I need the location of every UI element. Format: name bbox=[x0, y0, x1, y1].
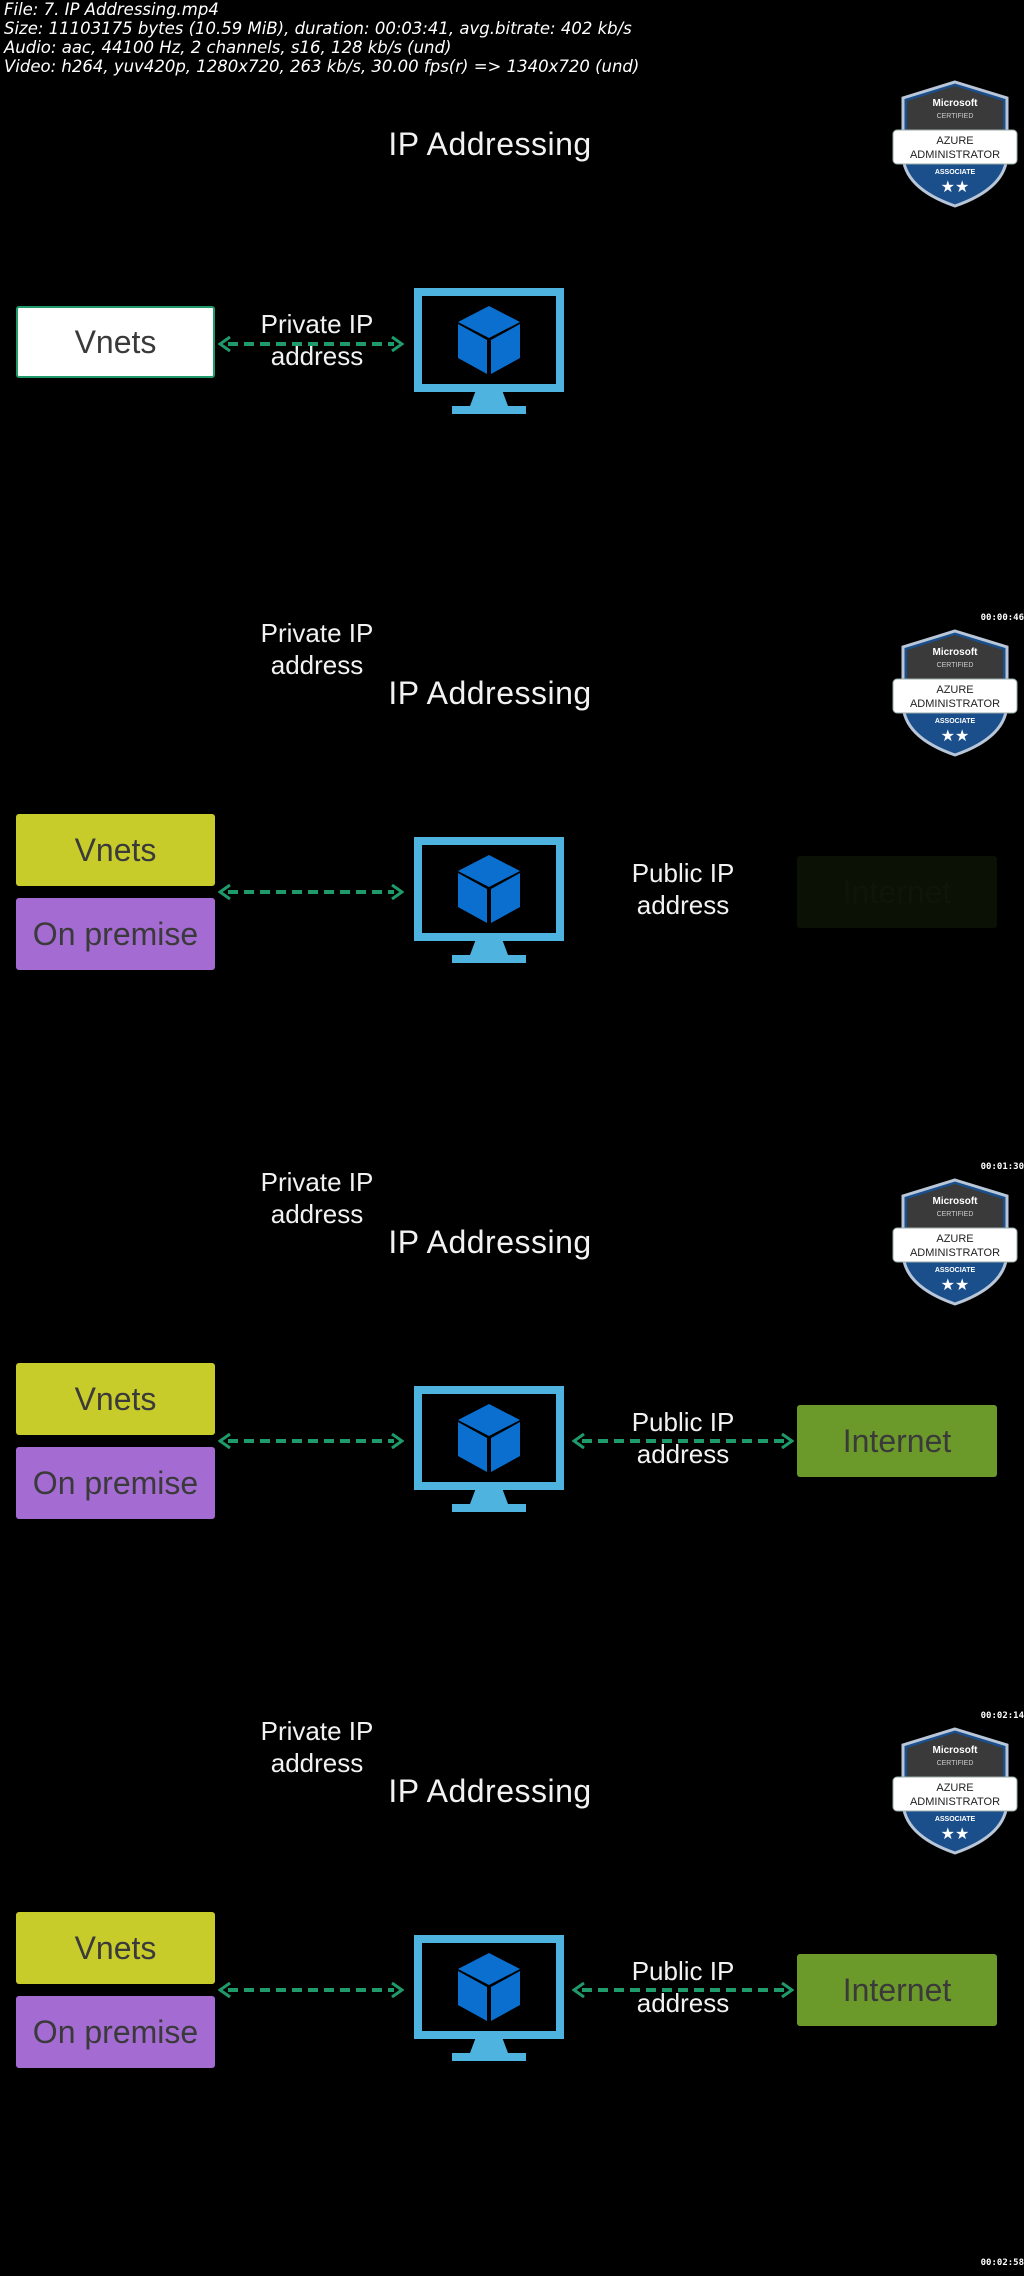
vnets-box: Vnets bbox=[16, 306, 215, 378]
svg-text:CERTIFIED: CERTIFIED bbox=[937, 113, 974, 120]
svg-text:ASSOCIATE: ASSOCIATE bbox=[935, 718, 976, 725]
slide-title: IP Addressing bbox=[388, 1224, 592, 1260]
address-text: address bbox=[270, 341, 364, 371]
svg-text:AZURE: AZURE bbox=[936, 135, 973, 147]
file-info-line: Video: h264, yuv420p, 1280x720, 263 kb/s… bbox=[4, 57, 640, 76]
svg-text:AZURE: AZURE bbox=[936, 1782, 973, 1794]
video-frame-1: IP Addressing Microsoft CERTIFIED AZURE … bbox=[0, 68, 1024, 617]
private-ip-text: Private IP bbox=[260, 1167, 374, 1197]
address-text: address bbox=[636, 1439, 730, 1469]
svg-text:ASSOCIATE: ASSOCIATE bbox=[935, 1267, 976, 1274]
video-frame-4: 00:02:14 IP Addressing Microsoft CERTIFI… bbox=[0, 1711, 1024, 2268]
public-ip-label: Public IP address bbox=[598, 1955, 768, 2019]
svg-text:ADMINISTRATOR: ADMINISTRATOR bbox=[910, 1796, 1000, 1808]
frame-timestamp: 00:02:58 bbox=[980, 2258, 1024, 2268]
svg-text:AZURE: AZURE bbox=[936, 684, 973, 696]
private-ip-label: Private IP address bbox=[232, 617, 402, 681]
private-ip-text: Private IP bbox=[260, 309, 374, 339]
svg-text:Microsoft: Microsoft bbox=[933, 647, 979, 658]
svg-text:ASSOCIATE: ASSOCIATE bbox=[935, 1816, 976, 1823]
private-ip-arrow bbox=[218, 1433, 404, 1449]
file-info-line: File: 7. IP Addressing.mp4 bbox=[4, 0, 219, 19]
public-ip-text: Public IP bbox=[631, 858, 735, 888]
public-ip-arrow bbox=[572, 1982, 794, 1998]
private-ip-arrow bbox=[218, 336, 404, 352]
azure-administrator-badge: Microsoft CERTIFIED AZURE ADMINISTRATOR … bbox=[892, 1178, 1018, 1306]
svg-text:★★: ★★ bbox=[941, 726, 970, 745]
on-premise-box: On premise bbox=[16, 1996, 215, 2068]
frame-timestamp: 00:00:46 bbox=[980, 613, 1024, 623]
virtual-machine-monitor-icon bbox=[414, 1935, 564, 2061]
frame-timestamp: 00:01:30 bbox=[980, 1162, 1024, 1172]
on-premise-box: On premise bbox=[16, 898, 215, 970]
virtual-machine-monitor-icon bbox=[414, 837, 564, 963]
private-ip-arrow bbox=[218, 1982, 404, 1998]
public-ip-label: Public IP address bbox=[598, 1406, 768, 1470]
vnets-box: Vnets bbox=[16, 1912, 215, 1984]
video-frame-2: 00:00:46 IP Addressing Microsoft CERTIFI… bbox=[0, 613, 1024, 1166]
private-ip-text: Private IP bbox=[260, 1716, 374, 1746]
azure-administrator-badge: Microsoft CERTIFIED AZURE ADMINISTRATOR … bbox=[892, 1727, 1018, 1855]
address-text: address bbox=[270, 650, 364, 680]
azure-administrator-badge: Microsoft CERTIFIED AZURE ADMINISTRATOR … bbox=[892, 80, 1018, 208]
svg-text:ASSOCIATE: ASSOCIATE bbox=[935, 169, 976, 176]
address-text: address bbox=[270, 1199, 364, 1229]
private-ip-text: Private IP bbox=[260, 618, 374, 648]
public-ip-arrow bbox=[572, 1433, 794, 1449]
on-premise-box: On premise bbox=[16, 1447, 215, 1519]
private-ip-label: Private IP address bbox=[232, 1715, 402, 1779]
svg-text:★★: ★★ bbox=[941, 1824, 970, 1843]
svg-text:ADMINISTRATOR: ADMINISTRATOR bbox=[910, 1247, 1000, 1259]
file-info-line: Audio: aac, 44100 Hz, 2 channels, s16, 1… bbox=[4, 38, 452, 57]
svg-text:★★: ★★ bbox=[941, 177, 970, 196]
svg-text:Microsoft: Microsoft bbox=[933, 1196, 979, 1207]
svg-text:CERTIFIED: CERTIFIED bbox=[937, 1760, 974, 1767]
address-text: address bbox=[636, 1988, 730, 2018]
public-ip-text: Public IP bbox=[631, 1956, 735, 1986]
svg-text:Microsoft: Microsoft bbox=[933, 1745, 979, 1756]
internet-box: Internet bbox=[797, 856, 997, 928]
private-ip-label: Private IP address bbox=[232, 1166, 402, 1230]
svg-text:ADMINISTRATOR: ADMINISTRATOR bbox=[910, 149, 1000, 161]
video-frame-3: 00:01:30 IP Addressing Microsoft CERTIFI… bbox=[0, 1162, 1024, 1715]
internet-box: Internet bbox=[797, 1954, 997, 2026]
svg-text:CERTIFIED: CERTIFIED bbox=[937, 662, 974, 669]
vnets-box: Vnets bbox=[16, 1363, 215, 1435]
private-ip-arrow bbox=[218, 884, 404, 900]
private-ip-label: Private IP address bbox=[232, 308, 402, 372]
file-info-line: Size: 11103175 bytes (10.59 MiB), durati… bbox=[4, 19, 632, 38]
svg-text:AZURE: AZURE bbox=[936, 1233, 973, 1245]
vnets-box: Vnets bbox=[16, 814, 215, 886]
address-text: address bbox=[270, 1748, 364, 1778]
slide-title: IP Addressing bbox=[388, 126, 592, 162]
virtual-machine-monitor-icon bbox=[414, 288, 564, 414]
svg-text:ADMINISTRATOR: ADMINISTRATOR bbox=[910, 698, 1000, 710]
svg-text:Microsoft: Microsoft bbox=[933, 98, 979, 109]
address-text: address bbox=[636, 890, 730, 920]
svg-text:CERTIFIED: CERTIFIED bbox=[937, 1211, 974, 1218]
svg-text:★★: ★★ bbox=[941, 1275, 970, 1294]
frame-timestamp: 00:02:14 bbox=[980, 1711, 1024, 1721]
virtual-machine-monitor-icon bbox=[414, 1386, 564, 1512]
public-ip-text: Public IP bbox=[631, 1407, 735, 1437]
azure-administrator-badge: Microsoft CERTIFIED AZURE ADMINISTRATOR … bbox=[892, 629, 1018, 757]
slide-title: IP Addressing bbox=[388, 675, 592, 711]
internet-box: Internet bbox=[797, 1405, 997, 1477]
slide-title: IP Addressing bbox=[388, 1773, 592, 1809]
public-ip-label: Public IP address bbox=[598, 857, 768, 921]
